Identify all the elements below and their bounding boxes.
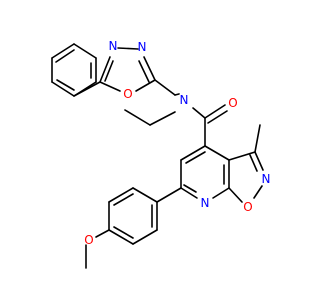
bond-isoxazole-double bbox=[249, 154, 258, 172]
bond-phenyl-oxadiazole bbox=[73, 81, 101, 97]
bond-isoxazole bbox=[253, 185, 263, 199]
atom-labels: N N O N O N O N O bbox=[84, 39, 270, 247]
atom-o-carbonyl: O bbox=[228, 96, 237, 110]
bonds bbox=[51, 43, 264, 269]
bond-ch2-amide-n bbox=[174, 93, 180, 96]
bond-pyridine-double bbox=[185, 151, 206, 164]
bond-aryl bbox=[108, 187, 134, 203]
bond-oxadiazole bbox=[117, 47, 139, 50]
bond-oxadiazole bbox=[99, 56, 111, 83]
bond-pyridine bbox=[180, 187, 198, 199]
molecule-structure: N N O N O N O N O bbox=[51, 39, 270, 269]
bond-carbonyl-double bbox=[207, 110, 228, 124]
atom-n-pyridine: N bbox=[201, 196, 210, 210]
bond-aryl bbox=[132, 229, 158, 245]
bond-ethyl bbox=[124, 109, 151, 126]
bond-oxadiazole-double bbox=[138, 60, 150, 83]
atom-n-isoxazole: N bbox=[262, 172, 271, 186]
bond-isoxazole bbox=[228, 187, 243, 203]
bond-phenyl-double bbox=[56, 79, 75, 91]
bond-aryl bbox=[108, 229, 134, 245]
bond-pyridine bbox=[212, 187, 230, 199]
bond-oxadiazole bbox=[143, 56, 156, 81]
bond-phenyl-double bbox=[55, 49, 75, 63]
bond-amide bbox=[192, 107, 206, 119]
bond-phenyl bbox=[51, 43, 75, 59]
bond-pyridine-aryl bbox=[156, 187, 182, 203]
bond-oxadiazole bbox=[135, 79, 156, 92]
bond-oxadiazole bbox=[99, 81, 121, 92]
bond-pyridine bbox=[204, 145, 230, 161]
bond-methyl bbox=[254, 124, 261, 153]
atom-o-methoxy: O bbox=[84, 233, 93, 247]
bond-aryl-double bbox=[113, 226, 134, 239]
atom-o-oxadiazole: O bbox=[123, 87, 132, 101]
bond-pyridine bbox=[180, 145, 206, 161]
bond-isoxazole bbox=[228, 151, 256, 161]
bond-carbonyl-double bbox=[204, 104, 226, 119]
atom-n-oxadiazole-1: N bbox=[109, 39, 118, 53]
bond-ethyl bbox=[149, 111, 176, 126]
bond-aryl bbox=[132, 187, 158, 203]
bond-oxadiazole-double bbox=[104, 60, 114, 82]
bond-isoxazole-double bbox=[254, 151, 264, 171]
bond-phenyl bbox=[51, 81, 75, 97]
bond-ch2-oxadiazole bbox=[154, 79, 176, 96]
bond-aryl-double bbox=[113, 193, 134, 206]
atom-n-amide: N bbox=[180, 93, 189, 107]
atom-o-isoxazole: O bbox=[243, 200, 252, 214]
bond-phenyl bbox=[73, 43, 97, 59]
bond-pyridine-double bbox=[183, 184, 197, 193]
bond-methoxy bbox=[95, 229, 110, 238]
atom-n-oxadiazole-2: N bbox=[138, 40, 147, 54]
